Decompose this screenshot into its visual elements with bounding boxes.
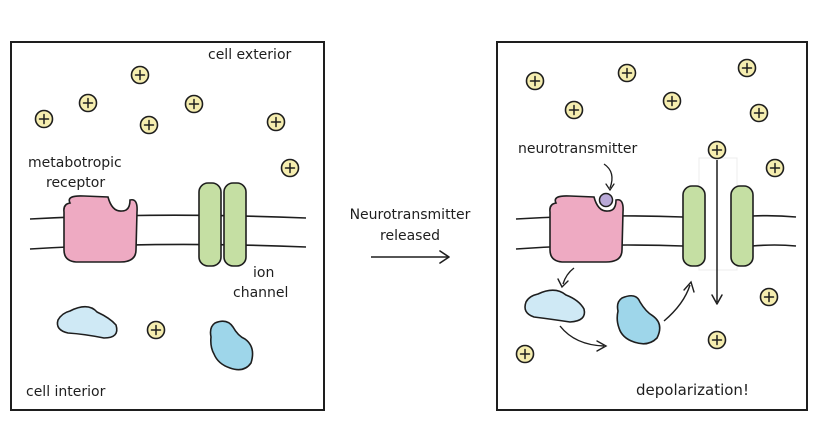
metabotropic-receptor-active [549,195,624,263]
positive-ion-icon [765,158,785,178]
neurotransmitter-molecule [598,192,614,208]
g-protein-subunit-active [616,294,661,345]
left-panel: cell exterior metabotropic receptor ion … [10,41,325,411]
positive-ion-icon [749,103,769,123]
positive-ion-icon [662,91,682,111]
metabotropic-receptor [63,195,138,263]
left-panel-border [10,41,325,411]
positive-ion-icon [564,100,584,120]
arrow-right-icon [371,250,450,264]
caption-line1: Neurotransmitter [350,207,471,223]
right-panel: neurotransmitter depolarization! [496,41,808,411]
ion-channel-left-subunit-open [682,185,706,267]
positive-ion-icon [759,287,779,307]
positive-ion-icon [130,65,150,85]
positive-ion-icon [184,94,204,114]
label-receptor-line1: metabotropic [28,155,122,171]
label-depolarization: depolarization! [636,381,749,399]
positive-ion-icon [707,140,727,160]
ion-channel-right-subunit-open [730,185,754,267]
positive-ion-icon [266,112,286,132]
ion-channel-right-subunit [223,182,247,267]
arrow-subunit-to-channel [663,284,691,322]
label-channel-line1: ion [253,265,274,281]
positive-ion-icon [78,93,98,113]
transition-caption: Neurotransmitter released [350,207,471,264]
membrane-inner-line-right [751,244,797,247]
label-cell-exterior: cell exterior [208,47,292,63]
arrow-receptor-to-gprotein [562,267,575,285]
pointer-arrow-icon [603,163,613,189]
positive-ion-icon [34,109,54,129]
label-cell-interior: cell interior [26,384,106,400]
positive-ion-icon [617,63,637,83]
caption-line2: released [380,228,440,244]
g-protein-subunit [209,320,254,371]
g-protein-active [524,289,586,323]
positive-ion-icon [146,320,166,340]
arrow-gprotein-to-subunit [559,325,605,347]
membrane-outer-line-right [751,214,797,218]
label-channel-line2: channel [233,285,288,301]
positive-ion-icon [737,58,757,78]
ion-channel-left-subunit [198,182,222,267]
positive-ion-icon [707,330,727,350]
positive-ion-icon [525,71,545,91]
positive-ion-icon [139,115,159,135]
right-panel-border [496,41,808,411]
label-neurotransmitter: neurotransmitter [518,141,637,157]
positive-ion-icon [280,158,300,178]
positive-ion-icon [515,344,535,364]
label-receptor-line2: receptor [46,175,105,191]
g-protein-inactive [56,305,118,339]
